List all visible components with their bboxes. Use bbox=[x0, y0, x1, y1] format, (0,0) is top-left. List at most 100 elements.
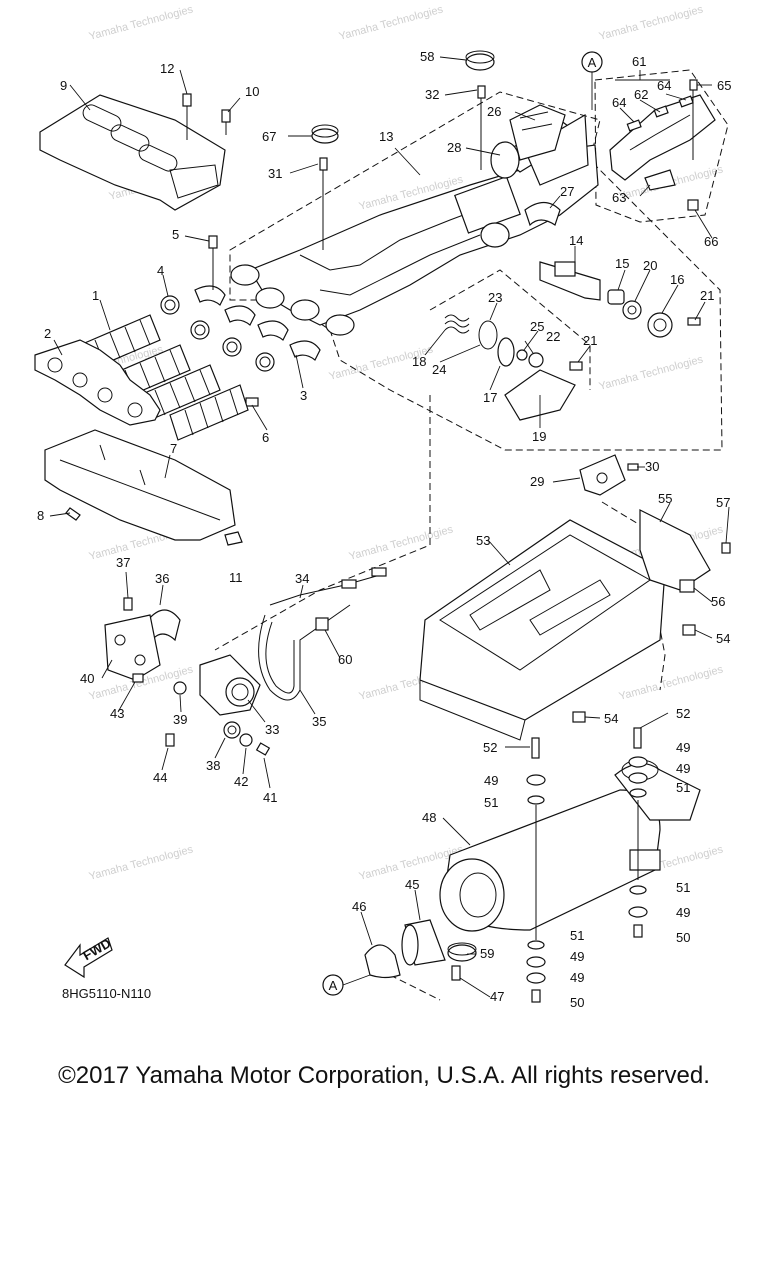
thermostat-33 bbox=[199, 654, 261, 716]
label-54b: 54 bbox=[604, 711, 618, 726]
label-49b: 49 bbox=[676, 761, 690, 776]
label-54a: 54 bbox=[716, 631, 730, 646]
hose-34-35 bbox=[258, 567, 387, 701]
label-21b: 21 bbox=[583, 333, 597, 348]
gasket-20 bbox=[622, 300, 642, 320]
spring-18 bbox=[444, 314, 470, 334]
bracket-40 bbox=[104, 614, 161, 681]
label-51a: 51 bbox=[484, 795, 498, 810]
nut-54-a bbox=[682, 624, 696, 636]
bolt-37 bbox=[123, 597, 133, 611]
collar-15 bbox=[607, 289, 625, 305]
label-40: 40 bbox=[80, 671, 94, 686]
label-11: 11 bbox=[229, 570, 243, 585]
label-49d: 49 bbox=[676, 905, 690, 920]
bolt-10 bbox=[221, 109, 231, 135]
grommet-38 bbox=[223, 721, 241, 739]
label-58: 58 bbox=[420, 49, 434, 64]
label-48: 48 bbox=[422, 810, 436, 825]
watermark-text: Yamaha Technologies bbox=[598, 3, 705, 42]
callout-a-top-label: A bbox=[588, 55, 597, 70]
label-64b: 64 bbox=[657, 78, 671, 93]
label-36: 36 bbox=[155, 571, 169, 586]
label-50b: 50 bbox=[570, 995, 584, 1010]
label-24: 24 bbox=[432, 362, 446, 377]
o-ring-17 bbox=[497, 337, 515, 367]
plug-59 bbox=[447, 942, 477, 962]
label-49f: 49 bbox=[570, 970, 584, 985]
label-52a: 52 bbox=[483, 740, 497, 755]
heat-shield-61 bbox=[609, 94, 716, 191]
bolt-8 bbox=[65, 507, 81, 521]
label-10: 10 bbox=[245, 84, 259, 99]
watermark-text: Yamaha Technologies bbox=[88, 843, 195, 882]
label-39: 39 bbox=[173, 712, 187, 727]
collar-39 bbox=[173, 681, 187, 695]
watermark-text: Yamaha Technologies bbox=[618, 663, 725, 702]
bracket-55 bbox=[639, 509, 711, 591]
muffler-48 bbox=[439, 759, 701, 932]
label-59: 59 bbox=[480, 946, 494, 961]
nut-66 bbox=[687, 199, 699, 211]
label-60: 60 bbox=[338, 652, 352, 667]
bolt-32 bbox=[477, 85, 486, 170]
heat-shield-9 bbox=[39, 94, 226, 211]
label-57: 57 bbox=[716, 495, 730, 510]
label-52b: 52 bbox=[676, 706, 690, 721]
label-38: 38 bbox=[206, 758, 220, 773]
bolt-30 bbox=[627, 463, 639, 471]
label-66: 66 bbox=[704, 234, 718, 249]
label-56: 56 bbox=[711, 594, 725, 609]
label-23: 23 bbox=[488, 290, 502, 305]
callout-a-top: A bbox=[581, 51, 603, 110]
label-5: 5 bbox=[172, 227, 179, 242]
label-33: 33 bbox=[265, 722, 279, 737]
exhaust-manifold-13 bbox=[230, 144, 599, 336]
label-12: 12 bbox=[160, 61, 174, 76]
bolt-21-upper bbox=[687, 317, 701, 326]
watermark-text: Yamaha Technologies bbox=[338, 3, 445, 42]
leader-lines bbox=[49, 56, 730, 998]
gasket-2 bbox=[34, 339, 161, 426]
callout-a-bottom: A bbox=[322, 974, 371, 996]
label-35: 35 bbox=[312, 714, 326, 729]
watermark-text: Yamaha Technologies bbox=[598, 353, 705, 392]
copyright-notice: ©2017 Yamaha Motor Corporation, U.S.A. A… bbox=[58, 1062, 710, 1089]
label-37: 37 bbox=[116, 555, 130, 570]
label-55: 55 bbox=[658, 491, 672, 506]
label-51d: 51 bbox=[570, 928, 584, 943]
label-41: 41 bbox=[263, 790, 277, 805]
label-65: 65 bbox=[717, 78, 731, 93]
nut-54-b bbox=[572, 711, 586, 723]
water-pipe-14 bbox=[539, 261, 601, 301]
gaskets-4 bbox=[160, 295, 275, 372]
label-9: 9 bbox=[60, 78, 67, 93]
label-49a: 49 bbox=[676, 740, 690, 755]
heat-shield-53 bbox=[419, 519, 666, 741]
part-labels: 1 2 3 4 5 6 7 8 9 10 11 12 13 14 15 16 1… bbox=[37, 49, 731, 1010]
mount-stack-left bbox=[526, 737, 546, 1003]
label-1: 1 bbox=[92, 288, 99, 303]
label-63: 63 bbox=[612, 190, 626, 205]
label-28: 28 bbox=[447, 140, 461, 155]
label-6: 6 bbox=[262, 430, 269, 445]
label-32: 32 bbox=[425, 87, 439, 102]
label-2: 2 bbox=[44, 326, 51, 341]
label-44: 44 bbox=[153, 770, 167, 785]
label-20: 20 bbox=[643, 258, 657, 273]
washer-11 bbox=[224, 531, 243, 546]
label-16: 16 bbox=[670, 272, 684, 287]
label-42: 42 bbox=[234, 774, 248, 789]
label-27: 27 bbox=[560, 184, 574, 199]
plug-67 bbox=[311, 124, 339, 144]
exhaust-pipe-26 bbox=[509, 104, 566, 161]
label-53: 53 bbox=[476, 533, 490, 548]
label-51b: 51 bbox=[676, 780, 690, 795]
label-4: 4 bbox=[157, 263, 164, 278]
bolt-44 bbox=[165, 733, 175, 747]
bolt-57 bbox=[721, 542, 731, 554]
callout-a-bottom-label: A bbox=[329, 978, 338, 993]
nut-22 bbox=[528, 352, 544, 368]
bolt-5 bbox=[208, 235, 218, 290]
